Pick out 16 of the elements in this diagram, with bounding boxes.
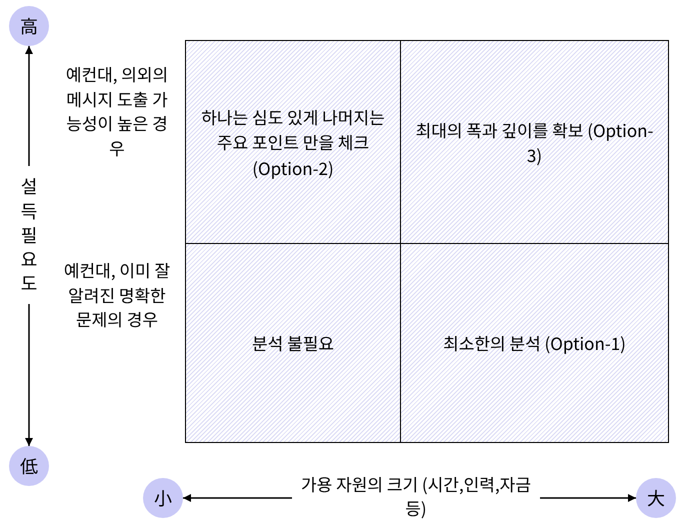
axis-title: 설득 필요도: [20, 174, 38, 296]
quadrant-cell: 최대의 폭과 깊이를 확보 (Option-3): [400, 40, 669, 244]
arrow: [183, 494, 292, 502]
row-label: 예컨대, 이미 잘 알려진 명확한 문제의 경우: [62, 258, 172, 332]
axis-end-circle: 低: [9, 446, 49, 486]
quadrant-cell: 하나는 심도 있게 나머지는 주요 포인트 만을 체크 (Option-2): [185, 40, 401, 244]
axis-end-circle: 小: [143, 478, 183, 518]
axis-title: 가용 자원의 크기 (시간,인력,자금 등): [292, 462, 540, 530]
arrow: [25, 46, 33, 166]
quadrant-cell: 최소한의 분석 (Option-1): [400, 243, 669, 443]
row-label: 예컨대, 의외의 메시지 도출 가능성이 높은 경우: [64, 62, 170, 161]
arrow: [25, 304, 33, 446]
axis-end-circle: 高: [9, 6, 49, 46]
quadrant-cell: 분석 불필요: [185, 243, 401, 443]
axis-end-circle: 大: [636, 478, 676, 518]
arrow: [540, 494, 636, 502]
